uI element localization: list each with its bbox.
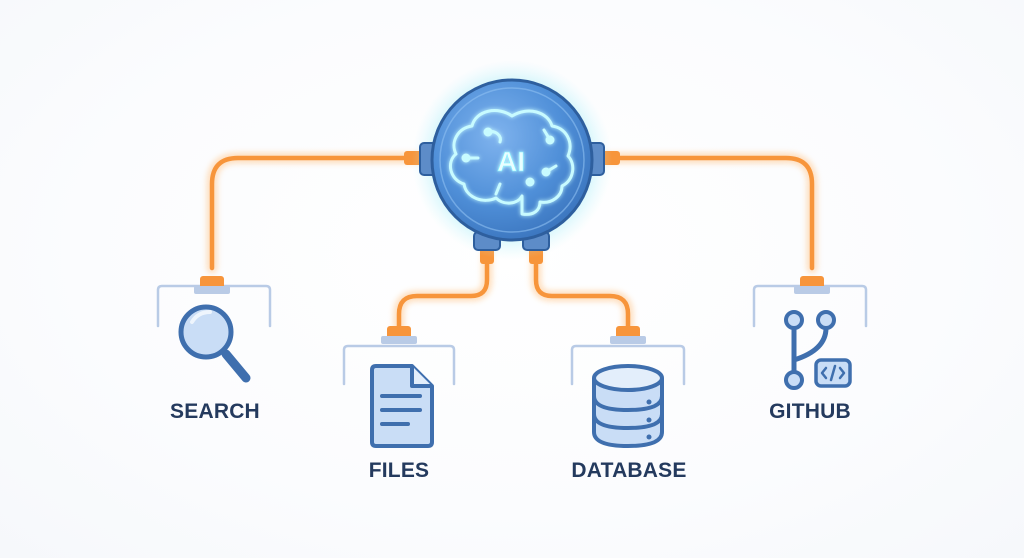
cable-group xyxy=(206,152,818,332)
socket-files xyxy=(342,344,456,386)
tool-label-github: GITHUB xyxy=(769,400,851,423)
database-icon xyxy=(592,364,664,448)
tool-label-files: FILES xyxy=(368,459,430,482)
hub-label: AI xyxy=(497,146,525,177)
git-branch-code-icon xyxy=(784,310,852,390)
cable-files xyxy=(393,246,493,332)
tool-database[interactable] xyxy=(570,326,686,448)
tool-label-search: SEARCH xyxy=(170,400,260,423)
tool-github[interactable] xyxy=(752,276,868,390)
brain-circuit-icon xyxy=(448,109,575,216)
tool-label-database: DATABASE xyxy=(571,459,687,482)
socket-database xyxy=(570,344,686,386)
tool-search[interactable] xyxy=(156,276,272,383)
tool-files[interactable] xyxy=(342,326,456,448)
cable-github xyxy=(590,152,818,274)
cable-search xyxy=(206,152,434,274)
magnifier-icon xyxy=(178,304,251,383)
cable-database xyxy=(530,246,634,332)
document-icon xyxy=(370,364,434,448)
hub-inner-ring xyxy=(439,87,585,233)
ai-hub: AI xyxy=(412,60,612,260)
